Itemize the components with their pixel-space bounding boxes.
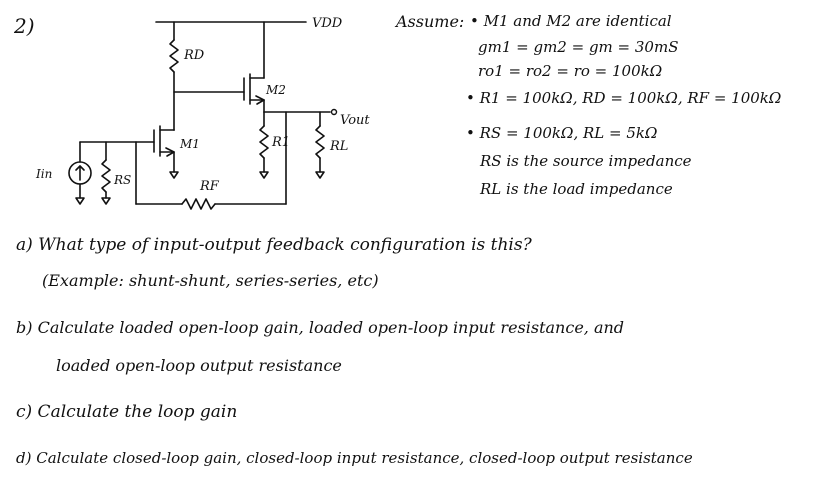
label-vout: Vout bbox=[340, 113, 370, 128]
label-rs: RS bbox=[113, 173, 131, 187]
rd-resistor bbox=[169, 39, 179, 73]
assume-line-4: • R1 = 100kΩ, RD = 100kΩ, RF = 100kΩ bbox=[466, 89, 782, 107]
label-m2: M2 bbox=[265, 83, 286, 97]
vout-terminal bbox=[330, 108, 338, 116]
question-a-example: (Example: shunt-shunt, series-series, et… bbox=[42, 271, 379, 290]
rf-resistor bbox=[181, 198, 216, 210]
ground-symbols bbox=[75, 171, 325, 205]
rs-resistor bbox=[101, 159, 111, 193]
assume-line-1: • M1 and M2 are identical bbox=[470, 12, 672, 30]
problem-number: 2) bbox=[14, 14, 35, 38]
assume-line-3: ro1 = ro2 = ro = 100kΩ bbox=[478, 62, 663, 80]
assume-line-6: RS is the source impedance bbox=[480, 152, 692, 170]
assume-line-7: RL is the load impedance bbox=[480, 180, 673, 198]
label-m1: M1 bbox=[179, 137, 200, 151]
label-rd: RD bbox=[183, 48, 205, 63]
assume-line-5: • RS = 100kΩ, RL = 5kΩ bbox=[466, 124, 658, 142]
assume-heading: Assume: bbox=[396, 12, 465, 31]
label-rf: RF bbox=[199, 179, 220, 194]
question-d: d) Calculate closed-loop gain, closed-lo… bbox=[16, 449, 693, 467]
question-c: c) Calculate the loop gain bbox=[16, 402, 238, 422]
rl-resistor bbox=[315, 125, 325, 159]
question-b-line-2: loaded open-loop output resistance bbox=[56, 356, 342, 375]
assume-line-2: gm1 = gm2 = gm = 30mS bbox=[478, 38, 679, 56]
question-a: a) What type of input-output feedback co… bbox=[16, 235, 532, 255]
label-iin: Iin bbox=[35, 167, 52, 181]
label-rl: RL bbox=[329, 139, 348, 154]
r1-resistor bbox=[259, 125, 269, 159]
label-r1: R1 bbox=[271, 135, 290, 150]
question-b-line-1: b) Calculate loaded open-loop gain, load… bbox=[16, 318, 625, 337]
label-vdd: VDD bbox=[312, 16, 343, 31]
